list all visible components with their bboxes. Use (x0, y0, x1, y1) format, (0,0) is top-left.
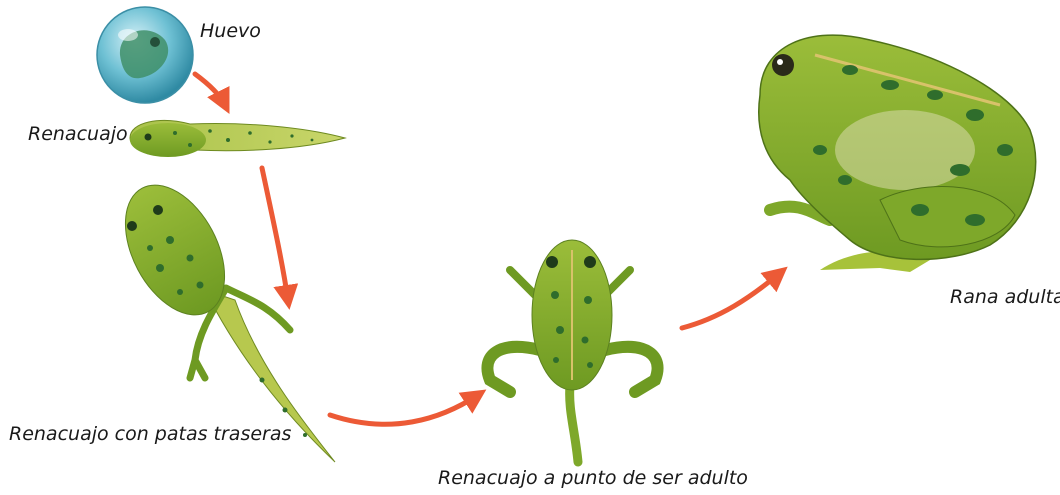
froglet-illustration (481, 239, 664, 467)
arrows (192, 71, 788, 427)
arrow-tadpole-to-legs (259, 165, 299, 310)
adult-frog-illustration (758, 34, 1037, 272)
arrow-froglet-to-adult (679, 266, 788, 331)
egg-illustration (96, 6, 194, 104)
label-rana-adulta: Rana adulta (950, 286, 1060, 308)
tadpole-with-legs-illustration (124, 184, 336, 463)
label-renacuajo: Renacuajo (28, 123, 128, 145)
tadpole-illustration (129, 120, 347, 157)
arrow-legs-to-froglet (327, 389, 487, 427)
arrow-egg-to-tadpole (192, 71, 230, 114)
label-renacuajo-con-patas-traseras: Renacuajo con patas traseras (9, 423, 292, 445)
label-renacuajo-a-punto-de-ser-adulto: Renacuajo a punto de ser adulto (438, 467, 748, 489)
label-huevo: Huevo (200, 20, 261, 42)
